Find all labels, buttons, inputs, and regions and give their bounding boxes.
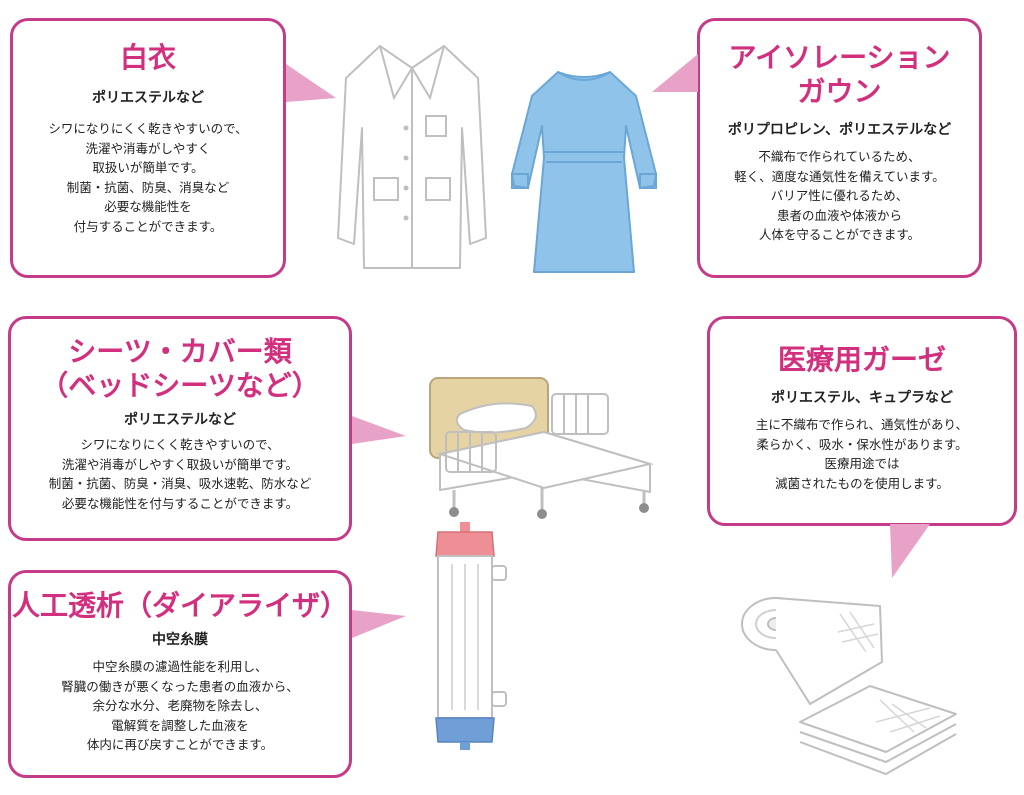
- card-description: 主に不織布で作られ、通気性があり、 柔らかく、吸水・保水性があります。 医療用途…: [755, 417, 969, 491]
- card-lab-coat: 白衣 ポリエステルなど シワになりにくく乾きやすいので、 洗濯や消毒がしやすく …: [10, 18, 286, 278]
- pointer-arrow: [652, 54, 698, 92]
- card-description: 不織布で作られているため、 軽く、適度な通気性を備えています。 バリア性に優れる…: [734, 149, 945, 242]
- card-material: ポリエステル、キュプラなど: [771, 390, 953, 406]
- card-sheets: シーツ・カバー類 （ベッドシーツなど） ポリエステルなど シワになりにくく乾きや…: [8, 316, 352, 541]
- card-description: シワになりにくく乾きやすいので、 洗濯や消毒がしやすく 取扱いが簡単です。 制菌…: [48, 121, 248, 234]
- card-description: シワになりにくく乾きやすいので、 洗濯や消毒がしやすく取扱いが簡単です。 制菌・…: [48, 437, 312, 511]
- card-dialyzer: 人工透析（ダイアライザ） 中空糸膜 中空糸膜の濾過性能を利用し、 腎臓の働きが悪…: [8, 570, 352, 778]
- lab-coat-icon: [337, 45, 487, 269]
- pointer-arrow: [352, 610, 406, 638]
- isolation-gown-icon: [511, 71, 657, 273]
- card-gauze: 医療用ガーゼ ポリエステル、キュプラなど 主に不織布で作られ、通気性があり、 柔…: [707, 316, 1017, 526]
- pointer-arrow: [890, 524, 930, 578]
- card-material: ポリプロピレン、ポリエステルなど: [727, 122, 952, 138]
- dialyzer-icon: [435, 522, 507, 750]
- card-material: 中空糸膜: [152, 632, 208, 648]
- card-material: ポリエステルなど: [124, 412, 236, 428]
- gauze-roll-icon: [741, 597, 957, 776]
- card-isolation-gown: アイソレーション ガウン ポリプロピレン、ポリエステルなど 不織布で作られている…: [697, 18, 982, 278]
- card-title: 人工透析（ダイアライザ）: [11, 589, 348, 622]
- card-title: アイソレーション ガウン: [728, 41, 951, 108]
- card-title: シーツ・カバー類 （ベッドシーツなど）: [40, 335, 320, 402]
- pointer-arrow: [352, 416, 406, 444]
- card-title: 白衣: [119, 41, 176, 74]
- card-description: 中空糸膜の濾過性能を利用し、 腎臓の働きが悪くなった患者の血液から、 余分な水分…: [61, 659, 299, 752]
- hospital-bed-icon: [429, 377, 654, 519]
- card-material: ポリエステルなど: [92, 90, 204, 106]
- pointer-arrow: [286, 64, 336, 102]
- card-title: 医療用ガーゼ: [777, 343, 946, 376]
